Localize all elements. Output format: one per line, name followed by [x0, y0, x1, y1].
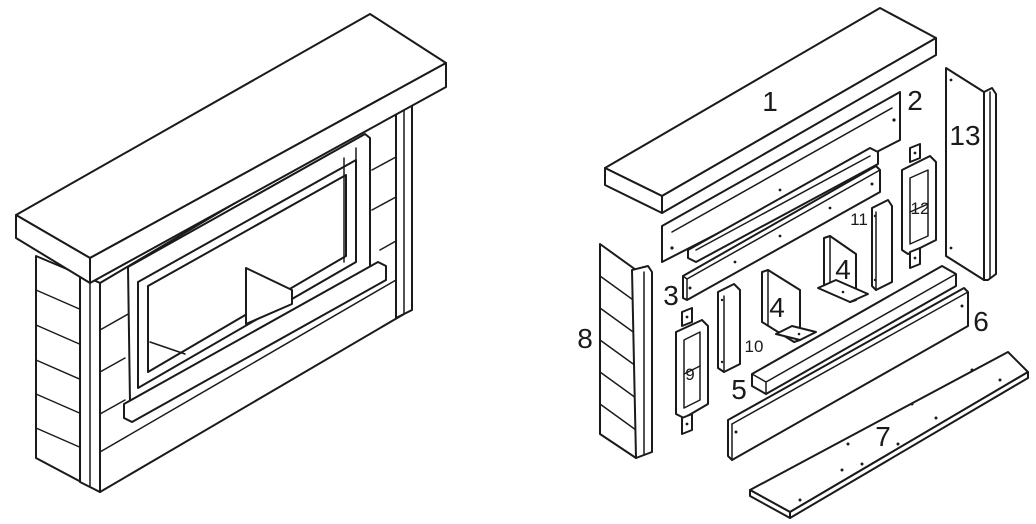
assembled-right-post — [395, 99, 413, 319]
part-front-trim — [751, 265, 957, 395]
part-labels: 1 2 3 4 4 5 6 7 8 9 10 11 12 13 — [577, 85, 989, 452]
assembled-unit — [15, 13, 447, 493]
exploded-parts — [599, 7, 1029, 519]
part-top-board — [604, 7, 937, 214]
part-floor-panel — [749, 351, 1029, 519]
label-part-2: 2 — [907, 85, 923, 116]
part-lower-rail — [682, 165, 881, 301]
part-left-upright — [717, 283, 741, 373]
assembled-front-cladding — [99, 156, 397, 453]
label-part-1: 1 — [762, 86, 778, 117]
label-part-10: 10 — [745, 337, 764, 356]
label-part-11: 11 — [850, 210, 868, 229]
label-part-6: 6 — [973, 306, 989, 337]
part-right-side-panel — [945, 67, 997, 281]
label-part-5: 5 — [731, 374, 747, 405]
part-support-bracket-left — [761, 269, 817, 343]
part-left-leg-frame — [675, 307, 709, 435]
part-right-upright — [871, 199, 893, 291]
part-right-leg-frame — [901, 143, 937, 269]
label-part-13: 13 — [949, 120, 980, 151]
label-part-9: 9 — [685, 365, 694, 384]
label-part-8: 8 — [577, 323, 593, 354]
part-back-rail — [661, 91, 901, 263]
part-left-side-panel — [599, 243, 653, 459]
part-support-bracket-right — [817, 235, 869, 303]
assembled-interior-divider — [149, 267, 293, 355]
assembled-top-board — [15, 13, 447, 284]
assembled-window-sill — [123, 261, 387, 423]
assembled-left-side — [35, 255, 101, 493]
label-part-3: 3 — [663, 280, 679, 311]
part-base-front-rail — [727, 287, 969, 461]
label-part-4b: 4 — [835, 254, 851, 285]
label-part-4a: 4 — [769, 292, 785, 323]
label-part-12: 12 — [911, 199, 930, 218]
label-part-7: 7 — [875, 421, 891, 452]
